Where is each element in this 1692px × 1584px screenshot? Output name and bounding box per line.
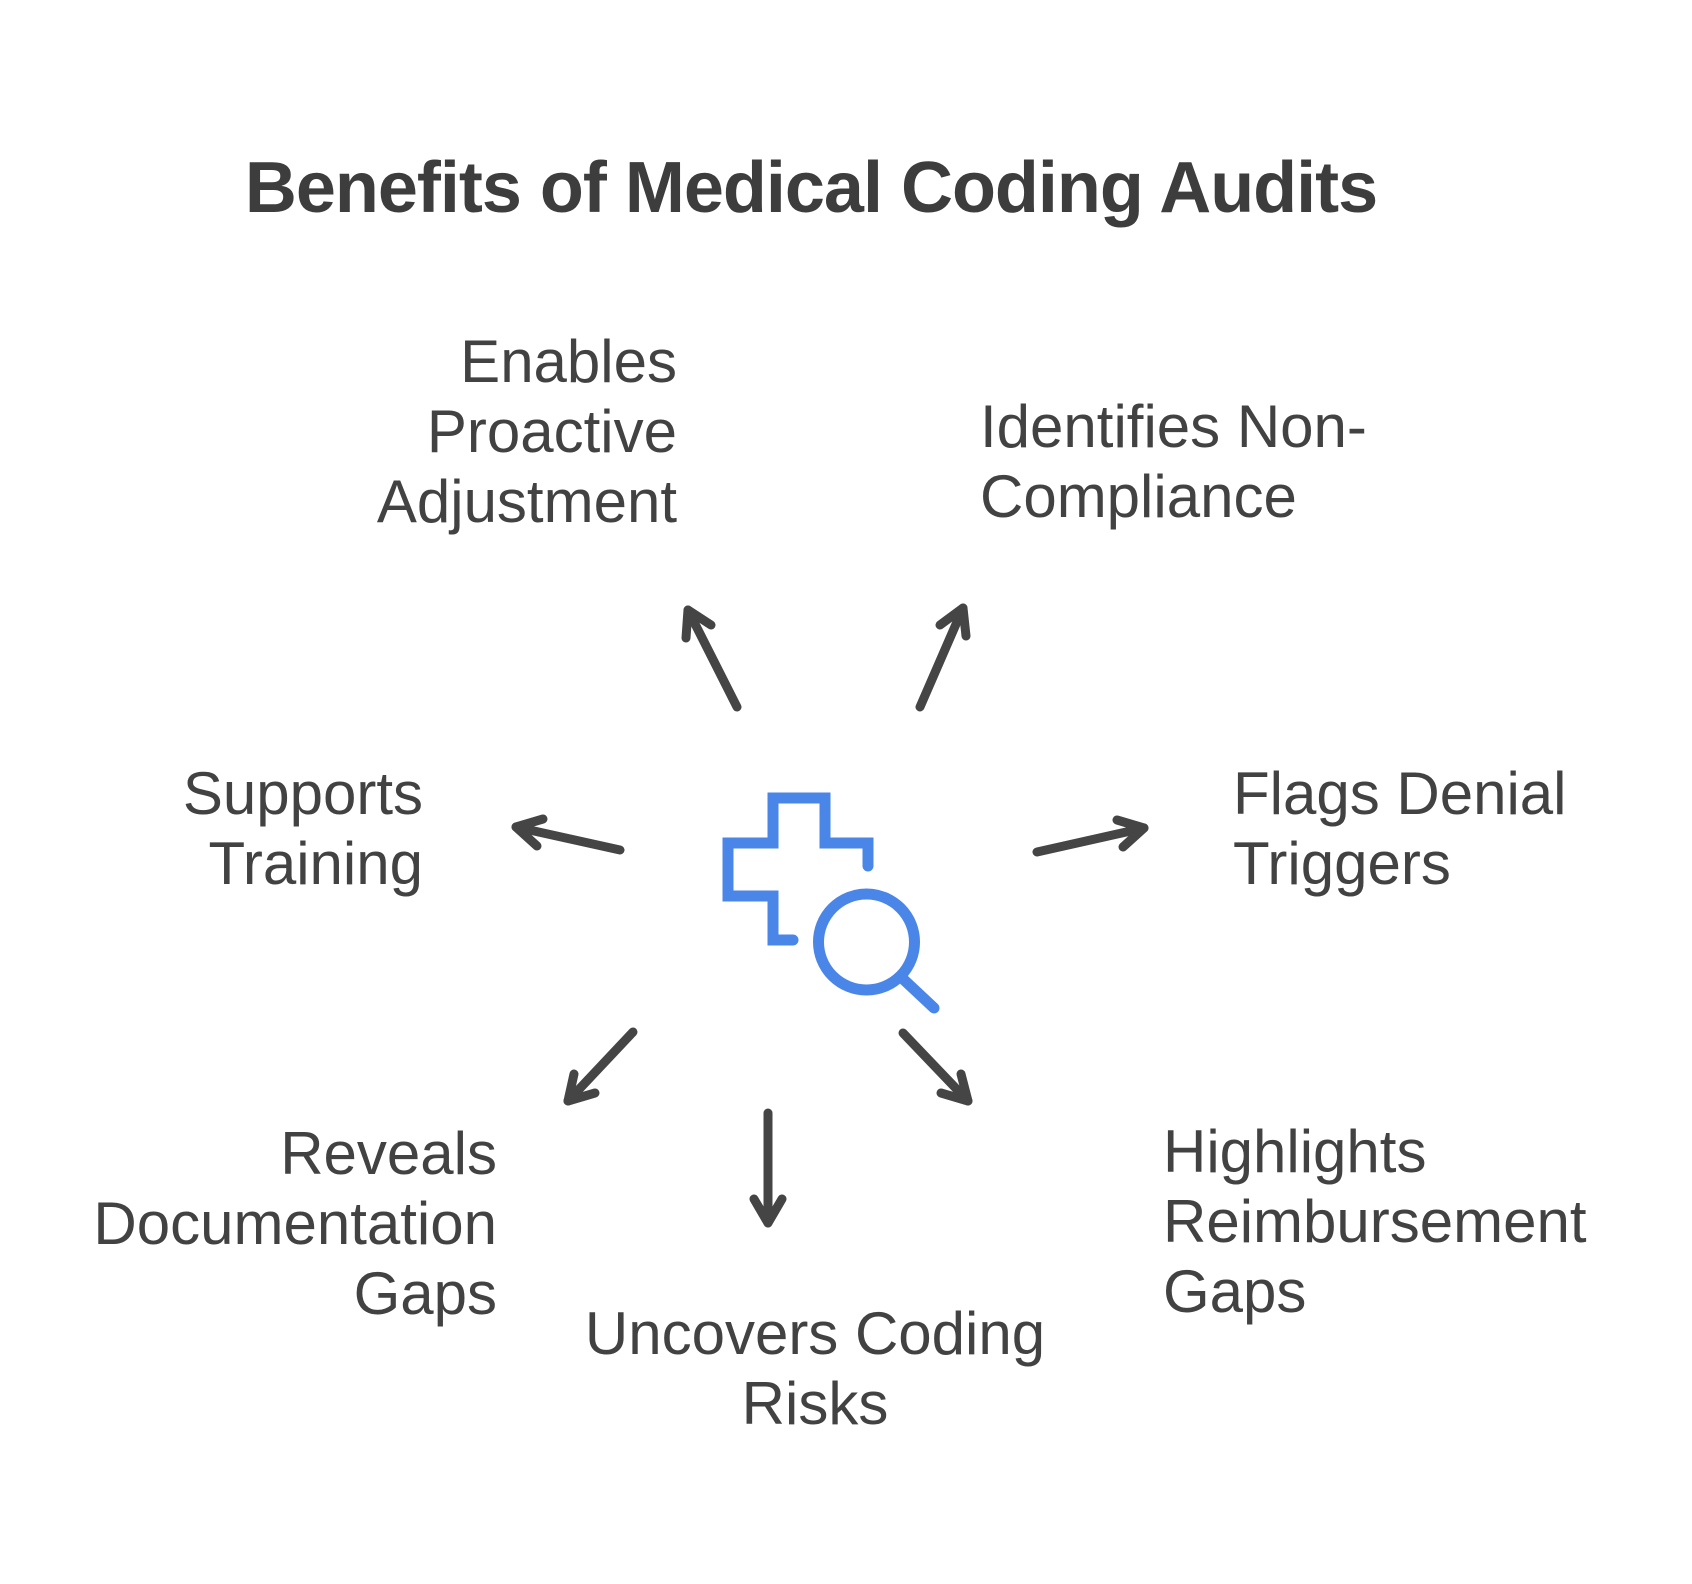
- arrow-top-right: [915, 603, 971, 712]
- label-line: Reimbursement: [1163, 1188, 1587, 1255]
- arrow-top-left: [681, 605, 742, 712]
- page-title: Benefits of Medical Coding Audits: [244, 148, 1378, 228]
- label-line: Identifies Non-: [980, 393, 1367, 460]
- label-line: Proactive: [426, 398, 677, 465]
- label-line: Training: [208, 830, 423, 897]
- label-supports-training: Supports Training: [183, 759, 423, 899]
- arrow-right: [1032, 815, 1149, 857]
- arrow-bottom-center: [749, 1108, 787, 1228]
- label-line: Flags Denial: [1233, 760, 1567, 827]
- arrows: [511, 603, 1149, 1228]
- label-enables-proactive-adjustment: Enables Proactive Adjustment: [377, 327, 677, 537]
- label-identifies-non-compliance: Identifies Non- Compliance: [980, 392, 1367, 532]
- label-line: Gaps: [1163, 1258, 1307, 1325]
- label-line: Gaps: [353, 1260, 497, 1327]
- label-highlights-reimbursement-gaps: Highlights Reimbursement Gaps: [1163, 1117, 1587, 1327]
- label-line: Triggers: [1233, 830, 1451, 897]
- magnifier-lens: [813, 888, 920, 996]
- label-uncovers-coding-risks: Uncovers Coding Risks: [585, 1299, 1045, 1439]
- label-flags-denial-triggers: Flags Denial Triggers: [1233, 759, 1567, 899]
- arrow-bottom-left: [563, 1027, 638, 1106]
- label-line: Documentation: [93, 1190, 497, 1257]
- label-line: Uncovers Coding: [584, 1300, 1046, 1367]
- magnifier-handle: [896, 972, 940, 1014]
- arrow-bottom-right: [898, 1028, 973, 1106]
- label-line: Risks: [741, 1370, 889, 1437]
- label-line: Supports: [182, 760, 423, 827]
- medical-cross-outline: [722, 792, 874, 946]
- label-line: Highlights: [1163, 1118, 1427, 1185]
- label-line: Compliance: [980, 463, 1297, 530]
- label-line: Reveals: [280, 1120, 497, 1187]
- arrow-left: [511, 814, 625, 855]
- label-line: Enables: [460, 328, 677, 395]
- label-reveals-documentation-gaps: Reveals Documentation Gaps: [93, 1119, 497, 1329]
- medical-cross-magnifier-icon: [722, 792, 940, 1014]
- label-line: Adjustment: [376, 468, 677, 535]
